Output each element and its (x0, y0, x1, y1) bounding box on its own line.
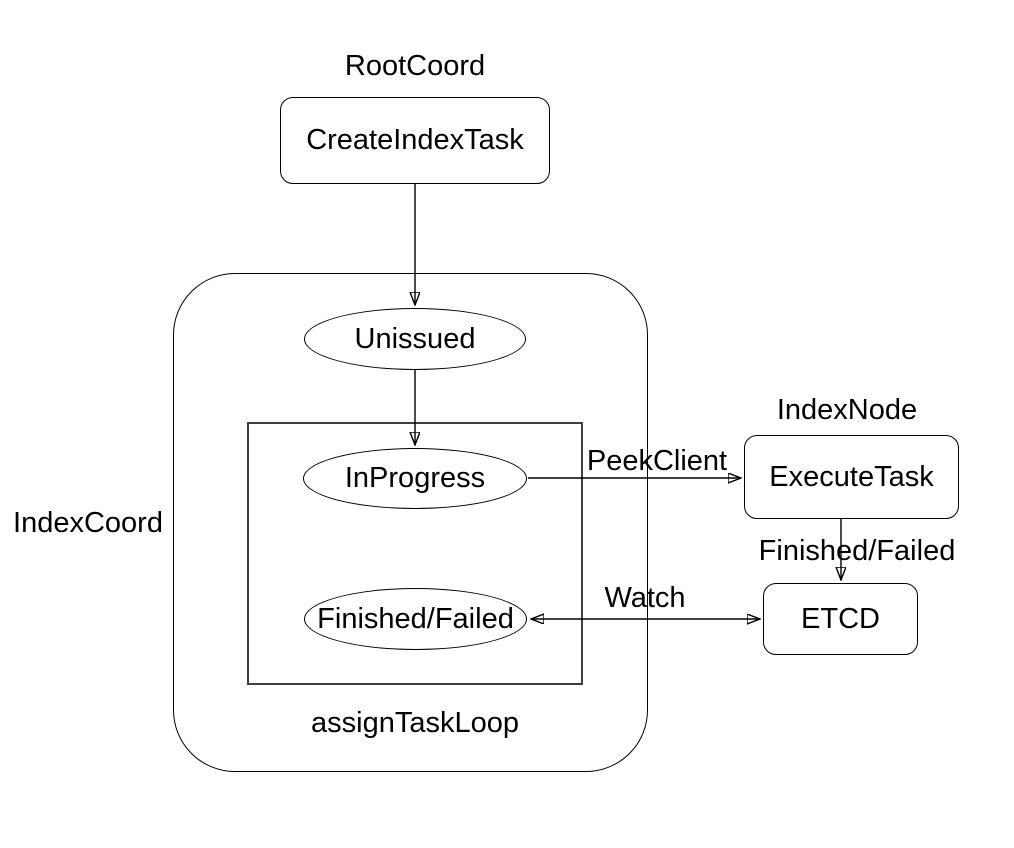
indexcoord-container (173, 273, 648, 772)
indexcoord-label: IndexCoord (13, 507, 163, 539)
node-in-progress-label: InProgress (344, 462, 486, 494)
node-etcd: ETCD (763, 583, 918, 655)
node-unissued: Unissued (304, 308, 526, 370)
indexnode-label: IndexNode (776, 394, 918, 426)
node-execute-task-label: ExecuteTask (769, 460, 934, 493)
node-unissued-label: Unissued (354, 322, 476, 355)
edge-label-finished-failed: Finished/Failed (758, 535, 956, 567)
node-finished-failed-label: Finished/Failed (317, 602, 514, 635)
node-execute-task: ExecuteTask (744, 435, 959, 519)
node-create-index-task: CreateIndexTask (280, 97, 550, 184)
node-in-progress: InProgress (303, 448, 527, 509)
edge-label-watch: Watch (604, 582, 686, 614)
assigntaskloop-label: assignTaskLoop (311, 707, 519, 739)
node-etcd-label: ETCD (801, 602, 880, 635)
node-create-index-task-label: CreateIndexTask (306, 124, 524, 156)
edge-label-peekclient: PeekClient (586, 445, 728, 477)
rootcoord-label: RootCoord (344, 50, 486, 82)
node-finished-failed: Finished/Failed (304, 588, 527, 650)
